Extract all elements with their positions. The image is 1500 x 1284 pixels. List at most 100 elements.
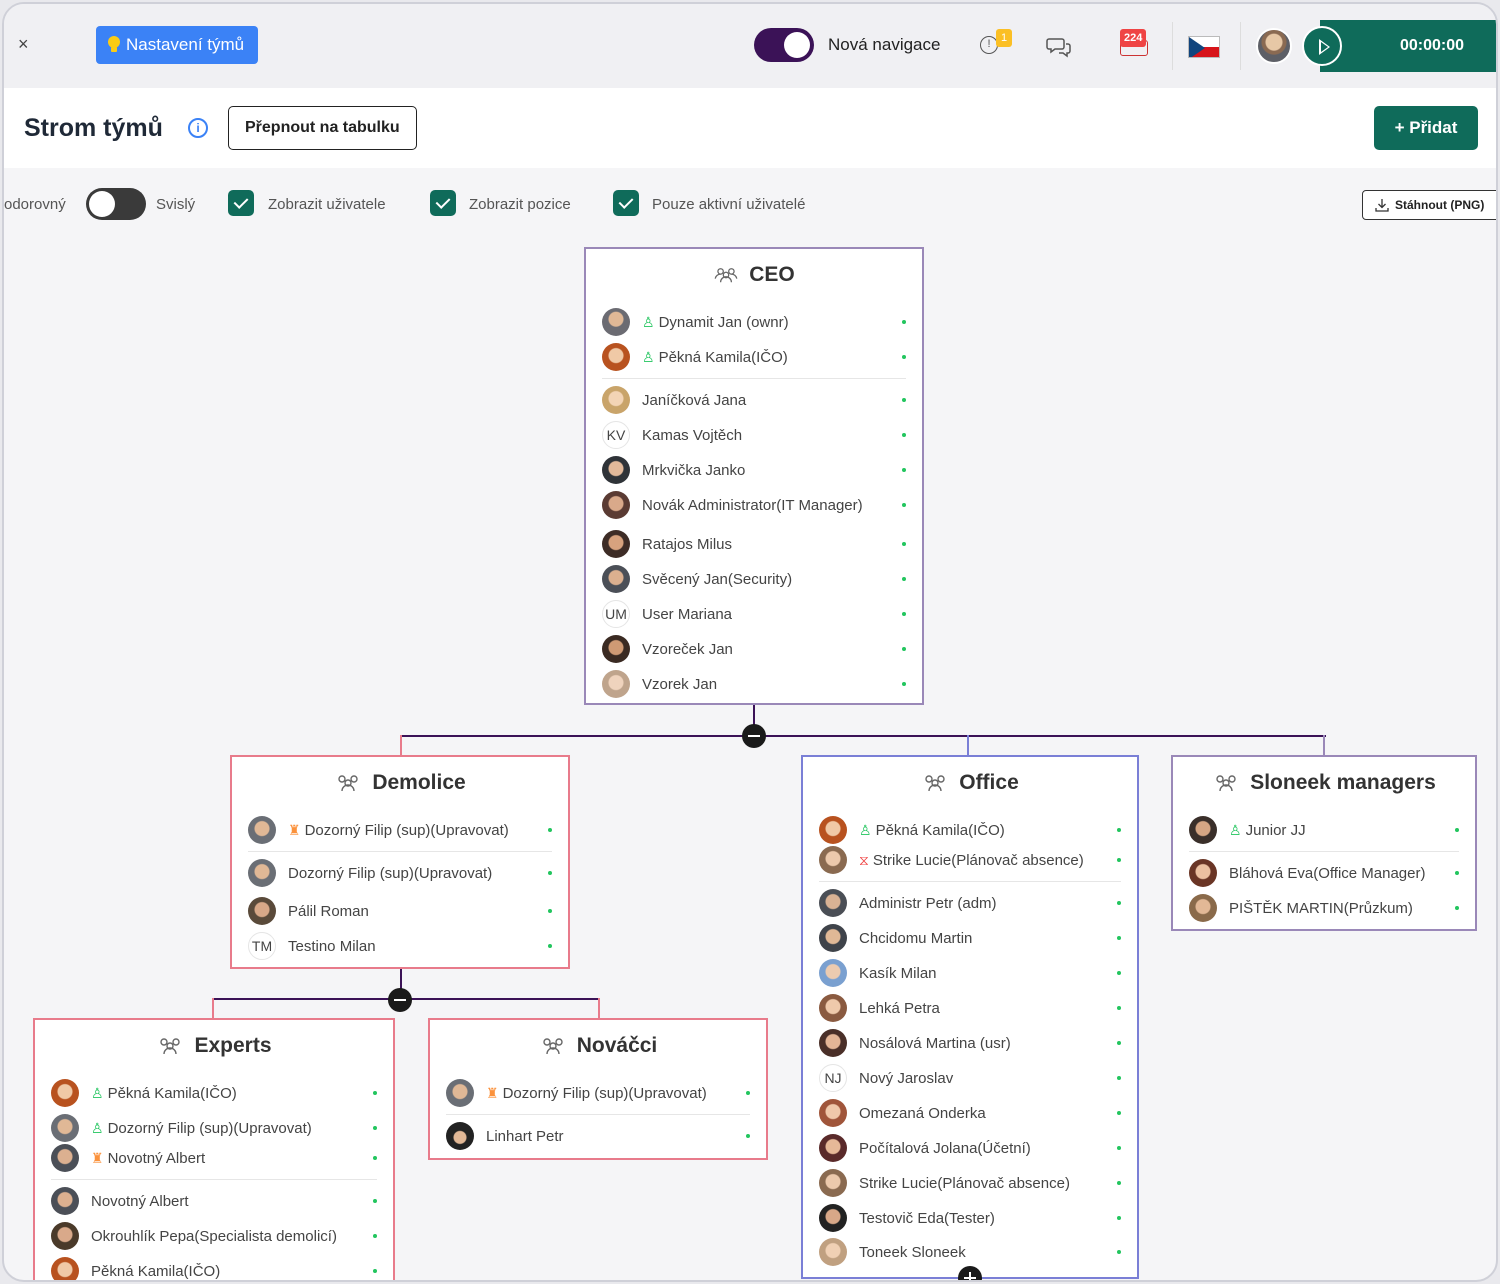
member-row[interactable]: Kasík Milan — [819, 956, 1121, 990]
active-indicator — [1455, 906, 1459, 910]
manager-row[interactable]: ♙Dozorný Filip (sup)(Upravovat) — [51, 1111, 377, 1145]
download-png-button[interactable]: Stáhnout (PNG) — [1362, 190, 1496, 220]
manager-row[interactable]: ♙Pěkná Kamila(IČO) — [602, 340, 906, 374]
add-button[interactable]: + Přidat — [1374, 106, 1478, 150]
team-card-sloneek-managers[interactable]: Sloneek managers ♙Junior JJ Bláhová Eva(… — [1171, 755, 1477, 931]
active-indicator — [548, 871, 552, 875]
member-row[interactable]: Novotný Albert — [51, 1184, 377, 1218]
expand-office-button[interactable] — [958, 1266, 982, 1280]
manager-row[interactable]: ♙Pěkná Kamila(IČO) — [819, 813, 1121, 847]
manager-row[interactable]: ♜Dozorný Filip (sup)(Upravovat) — [446, 1076, 750, 1110]
manager-icon: ♙ — [642, 313, 655, 330]
team-title: Office — [803, 771, 1137, 795]
member-name: Dozorný Filip (sup)(Upravovat) — [288, 864, 493, 882]
manager-icon: ♙ — [1229, 821, 1242, 838]
manager-row[interactable]: ♜Novotný Albert — [51, 1141, 377, 1175]
active-indicator — [1117, 1076, 1121, 1080]
member-name: Strike Lucie(Plánovač absence) — [859, 1174, 1070, 1192]
user-avatar[interactable] — [1256, 28, 1292, 64]
avatar — [819, 1238, 847, 1266]
manager-row[interactable]: ♙Pěkná Kamila(IČO) — [51, 1076, 377, 1110]
avatar — [819, 889, 847, 917]
member-row[interactable]: Dozorný Filip (sup)(Upravovat) — [248, 856, 552, 890]
avatar: TM — [248, 932, 276, 960]
manager-row[interactable]: ♜Dozorný Filip (sup)(Upravovat) — [248, 813, 552, 847]
czech-flag-icon[interactable] — [1188, 36, 1220, 58]
only-active-label: Pouze aktivní uživatelé — [652, 196, 806, 213]
avatar: UM — [602, 600, 630, 628]
close-icon[interactable]: × — [18, 34, 29, 54]
active-indicator — [1117, 1146, 1121, 1150]
show-positions-checkbox[interactable] — [430, 190, 456, 216]
supervisor-icon: ♜ — [486, 1084, 499, 1101]
member-row[interactable]: Vzoreček Jan — [602, 632, 906, 666]
avatar — [51, 1257, 79, 1280]
manager-row[interactable]: ♙Junior JJ — [1189, 813, 1459, 847]
member-row[interactable]: Pálil Roman — [248, 894, 552, 928]
collapse-ceo-button[interactable] — [742, 724, 766, 748]
member-row[interactable]: Strike Lucie(Plánovač absence) — [819, 1166, 1121, 1200]
active-indicator — [902, 355, 906, 359]
member-row[interactable]: Lehká Petra — [819, 991, 1121, 1025]
collapse-demolice-button[interactable] — [388, 988, 412, 1012]
member-row[interactable]: Chcidomu Martin — [819, 921, 1121, 955]
member-row[interactable]: PIŠTĚK MARTIN(Průzkum) — [1189, 891, 1459, 925]
team-card-ceo[interactable]: CEO ♙Dynamit Jan (ownr) ♙Pěkná Kamila(IČ… — [584, 247, 924, 705]
manager-row[interactable]: ⧖Strike Lucie(Plánovač absence) — [819, 843, 1121, 877]
member-name: Janíčková Jana — [642, 391, 747, 409]
team-settings-button[interactable]: Nastavení týmů — [96, 26, 259, 64]
download-label: Stáhnout (PNG) — [1395, 198, 1485, 212]
member-row[interactable]: Okrouhlík Pepa(Specialista demolicí) — [51, 1219, 377, 1253]
member-row[interactable]: Počítalová Jolana(Účetní) — [819, 1131, 1121, 1165]
member-row[interactable]: Bláhová Eva(Office Manager) — [1189, 856, 1459, 890]
member-row[interactable]: Vzorek Jan — [602, 667, 906, 701]
play-icon[interactable] — [1302, 26, 1342, 66]
member-row[interactable]: Testovič Eda(Tester) — [819, 1201, 1121, 1235]
active-indicator — [548, 828, 552, 832]
member-row[interactable]: Omezaná Onderka — [819, 1096, 1121, 1130]
member-row[interactable]: Linhart Petr — [446, 1119, 750, 1153]
manager-row[interactable]: ♙Dynamit Jan (ownr) — [602, 305, 906, 339]
switch-to-table-button[interactable]: Přepnout na tabulku — [228, 106, 417, 150]
member-row[interactable]: Novák Administrator(IT Manager) — [602, 488, 906, 522]
member-row[interactable]: Pěkná Kamila(IČO) — [51, 1254, 377, 1280]
avatar — [1189, 894, 1217, 922]
avatar — [602, 491, 630, 519]
avatar — [51, 1144, 79, 1172]
only-active-checkbox[interactable] — [613, 190, 639, 216]
member-row[interactable]: Nosálová Martina (usr) — [819, 1026, 1121, 1060]
team-card-demolice[interactable]: Demolice ♜Dozorný Filip (sup)(Upravovat)… — [230, 755, 570, 969]
active-indicator — [902, 612, 906, 616]
new-navigation-toggle[interactable] — [754, 28, 814, 62]
avatar — [602, 343, 630, 371]
member-row[interactable]: Toneek Sloneek — [819, 1235, 1121, 1269]
info-icon[interactable]: i — [188, 118, 208, 138]
orientation-toggle[interactable] — [86, 188, 146, 220]
divider — [819, 881, 1121, 882]
member-row[interactable]: Ratajos Milus — [602, 527, 906, 561]
member-row[interactable]: Janíčková Jana — [602, 383, 906, 417]
member-name: Nosálová Martina (usr) — [859, 1034, 1011, 1052]
divider — [1240, 22, 1241, 70]
member-name: Chcidomu Martin — [859, 929, 973, 947]
team-card-office[interactable]: Office ♙Pěkná Kamila(IČO) ⧖Strike Lucie(… — [801, 755, 1139, 1279]
lightbulb-icon — [108, 36, 120, 54]
active-indicator — [373, 1199, 377, 1203]
chat-icon[interactable] — [1046, 36, 1072, 58]
show-users-checkbox[interactable] — [228, 190, 254, 216]
team-name: Sloneek managers — [1250, 771, 1436, 794]
team-name: Experts — [194, 1034, 272, 1057]
member-row[interactable]: Svěcený Jan(Security) — [602, 562, 906, 596]
team-name: Office — [959, 771, 1019, 794]
member-row[interactable]: Mrkvička Janko — [602, 453, 906, 487]
page-header: Strom týmů i Přepnout na tabulku + Přida… — [4, 88, 1496, 168]
team-card-experts[interactable]: Experts ♙Pěkná Kamila(IČO) ♙Dozorný Fili… — [33, 1018, 395, 1280]
member-row[interactable]: Administr Petr (adm) — [819, 886, 1121, 920]
time-tracker[interactable]: 00:00:00 — [1320, 20, 1496, 72]
team-card-novacci[interactable]: Nováčci ♜Dozorný Filip (sup)(Upravovat) … — [428, 1018, 768, 1160]
team-icon — [714, 268, 738, 283]
